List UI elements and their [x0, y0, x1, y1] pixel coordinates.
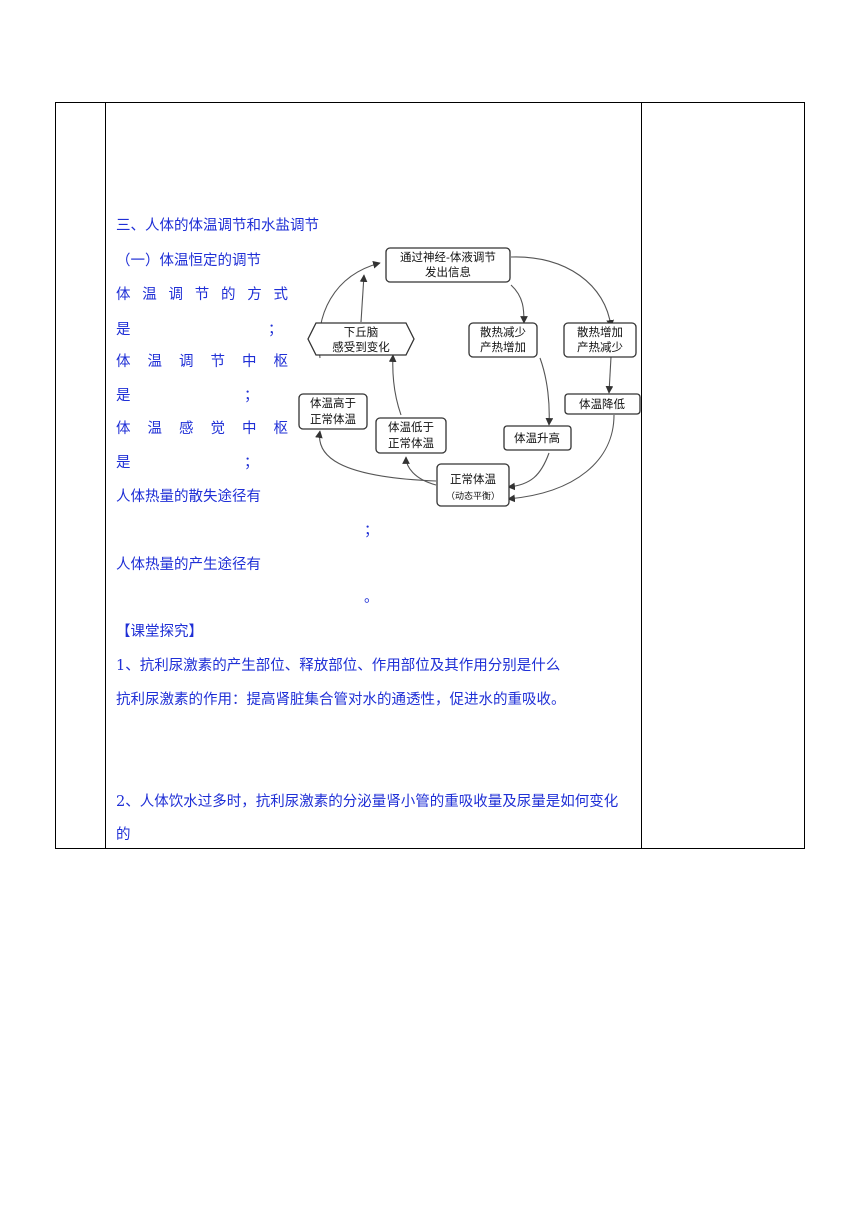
fill-item-sense: 体温感觉中枢	[116, 421, 288, 437]
fill-item-center: 体温调节中枢	[116, 354, 288, 370]
arrow-normal-to-high	[315, 430, 437, 482]
column-divider	[641, 103, 642, 848]
column-divider	[105, 103, 106, 848]
heat-loss-end: ；	[364, 523, 379, 539]
question-2: 2、人体饮水过多时，抗利尿激素的分泌量肾小管的重吸收量及尿量是如何变化	[116, 794, 619, 810]
box-normal	[436, 463, 510, 507]
label-temp-low-2: 正常体温	[388, 436, 434, 450]
arrow-top-to-dec	[510, 284, 528, 324]
label-hypothalamus-2: 感受到变化	[332, 340, 390, 354]
label-heat-increase-1: 散热增加	[577, 325, 623, 339]
heat-loss-label: 人体热量的散失途径有	[116, 489, 261, 505]
label-heat-increase-2: 产热减少	[577, 340, 623, 354]
fill-label: 是	[116, 322, 131, 338]
arrow-drop-to-normal	[507, 414, 615, 503]
box-heat-increase	[563, 322, 637, 358]
worksheet-table	[55, 102, 805, 849]
arrow-normal-to-low	[402, 456, 437, 486]
label-hypothalamus-1: 下丘脑	[344, 325, 379, 339]
label-temp-low-1: 体温低于	[388, 420, 434, 434]
fill-end: ；	[268, 322, 283, 338]
label-balance: （动态平衡）	[446, 490, 500, 502]
subsection-title: （一）体温恒定的调节	[116, 253, 261, 269]
question-2-continued: 的	[116, 827, 131, 843]
arrow-inc-to-drop	[605, 356, 614, 394]
label-temp-high-1: 体温高于	[310, 396, 356, 410]
label-regulation-2: 发出信息	[425, 265, 471, 279]
label-temp-rise: 体温升高	[514, 431, 560, 445]
arrow-top-to-inc	[510, 256, 614, 328]
box-temp-high	[298, 393, 368, 430]
arrow-dec-to-rise	[539, 357, 554, 426]
fill-end: ；	[244, 455, 259, 471]
fill-item-method: 体温调节的方式	[116, 287, 288, 303]
arrow-low-to-hypo	[388, 354, 402, 416]
label-temp-drop: 体温降低	[579, 397, 625, 411]
question-1: 1、抗利尿激素的产生部位、释放部位、作用部位及其作用分别是什么	[116, 658, 561, 674]
answer-1: 抗利尿激素的作用：提高肾脏集合管对水的通透性，促进水的重吸收。	[116, 692, 566, 708]
label-temp-high-2: 正常体温	[310, 412, 356, 426]
fill-label: 是	[116, 455, 131, 471]
label-heat-decrease-1: 散热减少	[480, 325, 526, 339]
fill-label: 是	[116, 388, 131, 404]
box-heat-decrease	[468, 322, 538, 358]
box-temp-low	[375, 417, 447, 454]
label-normal: 正常体温	[450, 472, 496, 486]
heat-gen-label: 人体热量的产生途径有	[116, 557, 261, 573]
arrow-rise-to-normal	[507, 452, 550, 491]
thermoregulation-diagram: 通过神经-体液调节 发出信息 下丘脑 感受到变化 散热减少 产热增加 散热增加 …	[298, 247, 641, 507]
explore-heading: 【课堂探究】	[116, 624, 203, 640]
box-temp-rise	[503, 425, 572, 451]
fill-end: ；	[244, 388, 259, 404]
box-regulation	[385, 247, 511, 283]
label-heat-decrease-2: 产热增加	[480, 340, 526, 354]
box-temp-drop	[564, 393, 641, 415]
heat-gen-end: 。	[364, 590, 379, 606]
label-regulation-1: 通过神经-体液调节	[400, 250, 496, 264]
section-title: 三、人体的体温调节和水盐调节	[116, 218, 319, 234]
box-hypothalamus	[307, 322, 415, 356]
arrow-hypo-to-top	[359, 274, 368, 323]
